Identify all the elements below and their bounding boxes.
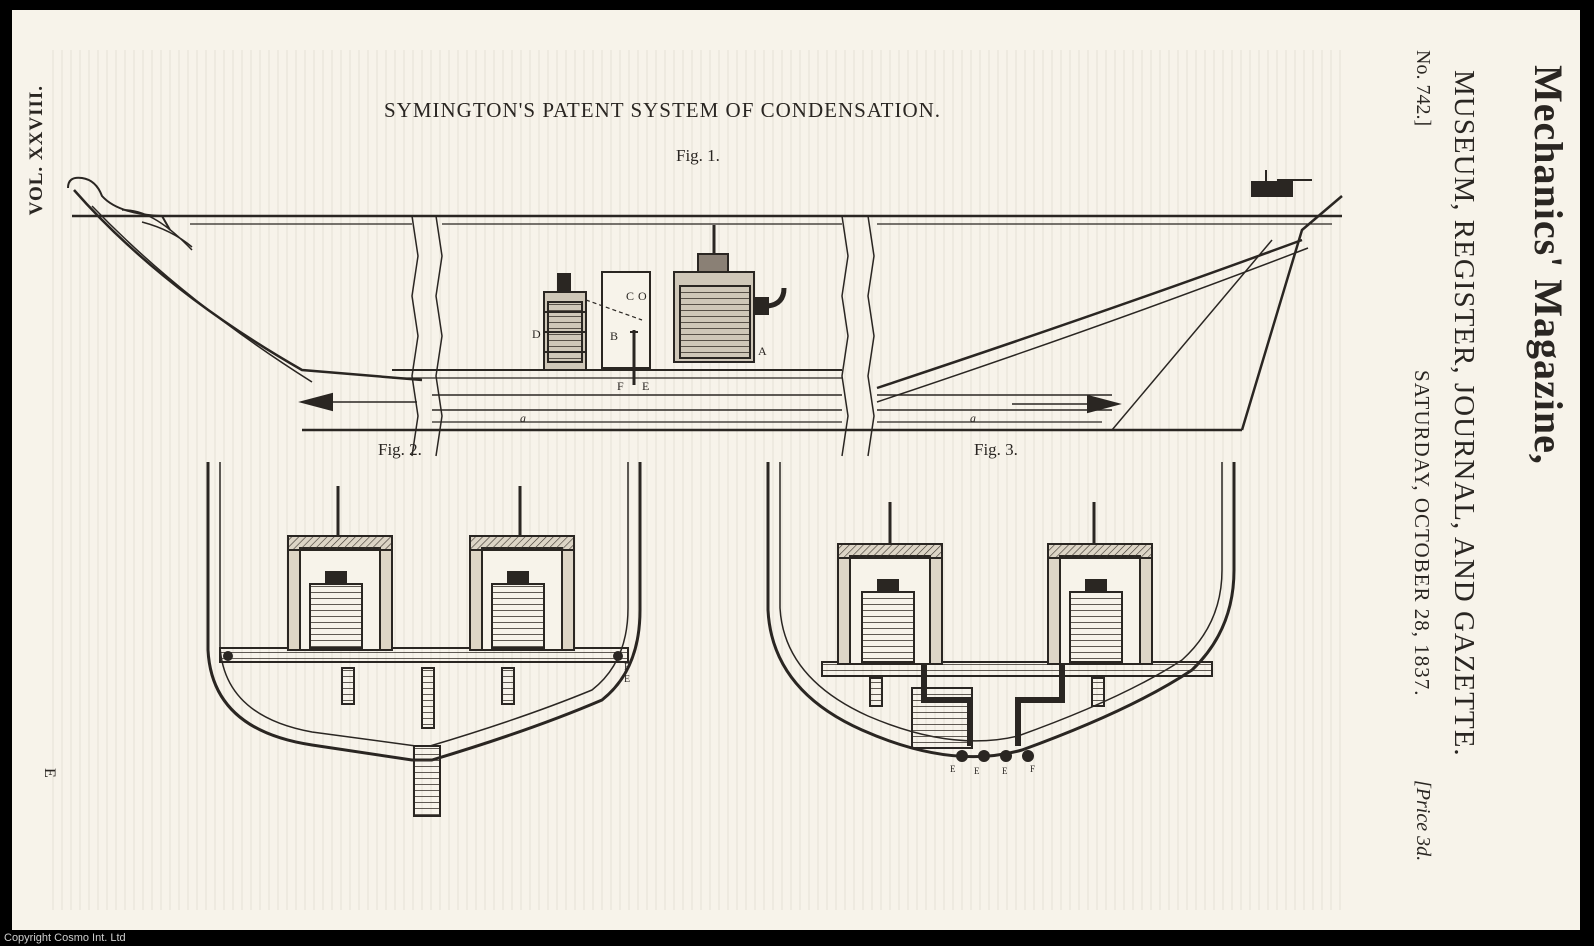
fig1-cylinder-d — [543, 273, 587, 371]
stern-scroll — [67, 176, 171, 231]
masthead-subtitle: MUSEUM, REGISTER, JOURNAL, AND GAZETTE. — [1448, 70, 1480, 757]
volume-number: VOL. XXVIII. — [26, 85, 47, 216]
fig2-label-e: E — [624, 674, 630, 685]
issue-number: No. 742.] — [1412, 50, 1434, 127]
bleed-through-text — [52, 50, 1342, 910]
fig1-label: Fig. 1. — [676, 146, 720, 165]
fig2-label: Fig. 2. — [378, 440, 422, 459]
fig1-longitudinal-section — [67, 170, 1343, 457]
fig1-engine-a — [673, 225, 787, 363]
fig1-letter-labels: D C O B A F E a a — [520, 289, 976, 425]
fig2-label-f: F — [624, 662, 630, 673]
fig3-label-e3: E — [1002, 766, 1008, 776]
label-e: E — [642, 379, 649, 393]
fig2-engine-right — [469, 486, 575, 651]
fig2-letter-labels: F E — [624, 662, 630, 685]
engraving-illustration: D C O B A F E a a F E E E E F — [67, 170, 1343, 817]
fig3-label-f: F — [1030, 764, 1035, 774]
printer-signature: E — [41, 768, 58, 778]
fig3-engine-right — [1047, 502, 1153, 665]
fig3-cross-section — [766, 462, 1236, 762]
fig1-condenser-box — [601, 271, 651, 369]
magazine-page: D C O B A F E a a F E E E E F SYMINGTON'… — [12, 10, 1580, 930]
label-o: O — [638, 289, 647, 303]
fig3-label-e2: E — [974, 766, 980, 776]
masthead: Mechanics' Magazine, — [1526, 65, 1571, 465]
fig2-engine-left — [287, 486, 393, 651]
label-a: A — [758, 344, 767, 358]
copyright-notice: Copyright Cosmo Int. Ltd — [4, 932, 126, 944]
label-a-lower-right: a — [970, 411, 976, 425]
fig3-engine-left — [837, 502, 943, 665]
page-title: SYMINGTON'S PATENT SYSTEM OF CONDENSATIO… — [384, 98, 942, 122]
issue-date: SATURDAY, OCTOBER 28, 1837. — [1410, 370, 1434, 697]
label-c: C — [626, 289, 634, 303]
price: [Price 3d. — [1412, 780, 1434, 862]
label-a-lower-left: a — [520, 411, 526, 425]
fig3-label-e1: E — [950, 764, 956, 774]
label-f: F — [617, 379, 624, 393]
fig3-letter-labels: E E E F — [950, 764, 1035, 776]
fig2-cross-section — [206, 462, 642, 817]
fig3-label: Fig. 3. — [974, 440, 1018, 459]
label-d: D — [532, 327, 541, 341]
label-b: B — [610, 329, 618, 343]
